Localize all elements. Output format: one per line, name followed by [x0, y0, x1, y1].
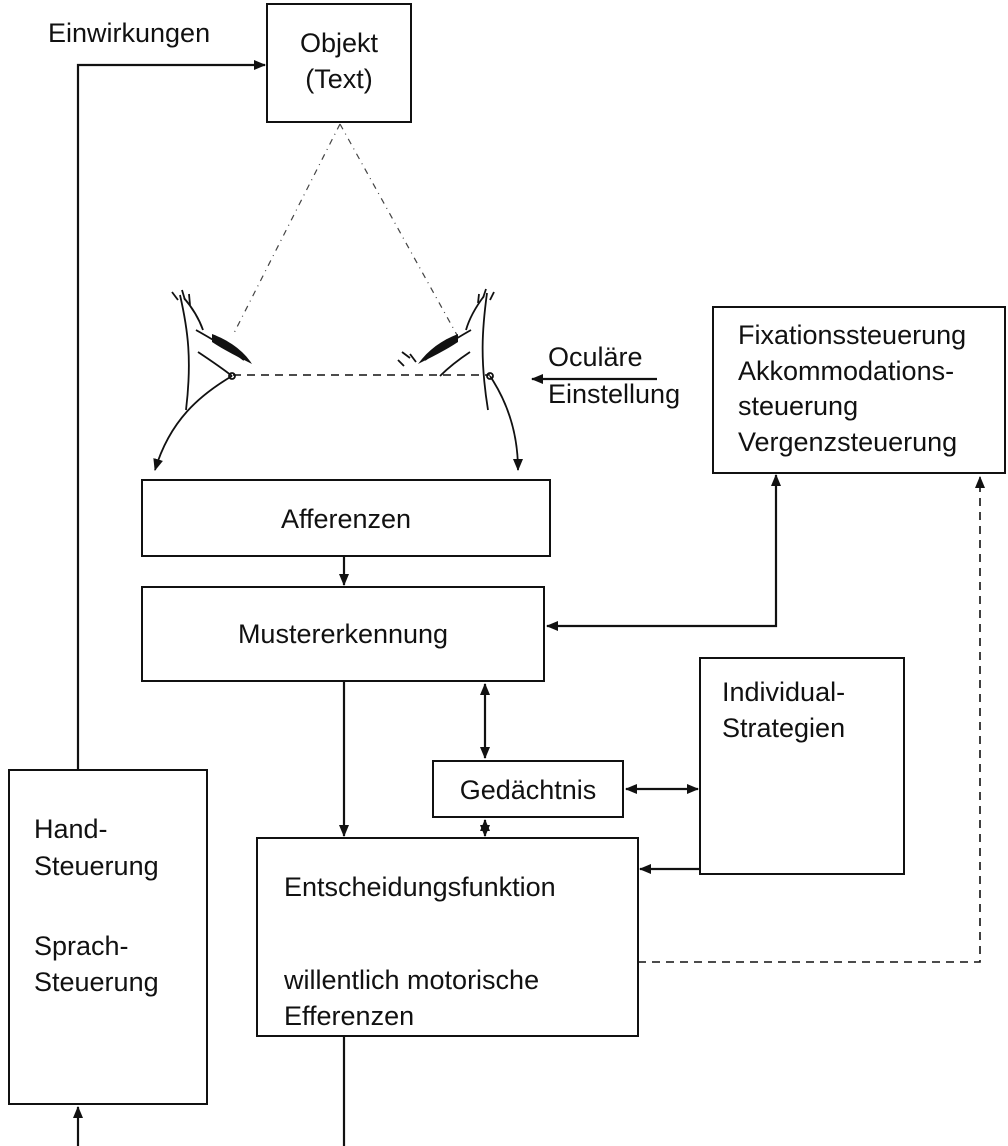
- oculare-label-line1: Oculäre: [548, 342, 643, 372]
- hand-label-line2: Steuerung: [34, 851, 159, 881]
- entscheidungsfunktion-box: [256, 837, 639, 1037]
- afferenzen-box: [141, 479, 551, 557]
- objekt-label-line1: Objekt: [300, 28, 379, 58]
- individual-strategien-box: [699, 657, 905, 875]
- arrow-fixation-muster: [546, 474, 781, 631]
- afferenzen-label: Afferenzen: [281, 504, 411, 534]
- entscheidung-label-line2: willentlich motorische: [283, 965, 539, 995]
- individual-label-line1: Individual-: [722, 677, 845, 707]
- gedaechtnis-label: Gedächtnis: [460, 775, 597, 805]
- sightline-right: [339, 123, 458, 336]
- fixation-control-box: [712, 306, 1006, 474]
- sightline-left: [232, 123, 341, 336]
- dashed-feedback-entscheidung-to-fixation: [638, 476, 985, 963]
- left-eye-icon: [153, 289, 252, 471]
- entscheidung-label-line1: Entscheidungsfunktion: [284, 872, 556, 902]
- hand-label-line1: Hand-: [34, 814, 108, 844]
- mustererkennung-box: [141, 586, 545, 682]
- objekt-box: [266, 3, 412, 123]
- gedaechtnis-box: [432, 760, 624, 818]
- objekt-label-line2: (Text): [305, 64, 373, 94]
- fixation-label-line1: Fixationssteuerung: [738, 320, 966, 350]
- individual-label-line2: Strategien: [722, 713, 845, 743]
- arrow-hand-to-objekt: [76, 60, 266, 770]
- fixation-label-line2: Akkommodations-: [738, 356, 954, 386]
- sprach-label-line2: Steuerung: [34, 967, 159, 997]
- oculare-label-line2: Einstellung: [548, 379, 680, 409]
- sprach-label-line1: Sprach-: [34, 931, 129, 961]
- fixation-label-line3: steuerung: [738, 391, 858, 421]
- right-eye-icon: [397, 288, 523, 471]
- mustererkennung-label: Mustererkennung: [238, 619, 448, 649]
- fixation-label-line4: Vergenzsteuerung: [738, 427, 957, 457]
- entscheidung-label-line3: Efferenzen: [284, 1001, 414, 1031]
- hand-sprach-steuerung-box: [8, 769, 208, 1105]
- einwirkungen-label: Einwirkungen: [48, 18, 210, 48]
